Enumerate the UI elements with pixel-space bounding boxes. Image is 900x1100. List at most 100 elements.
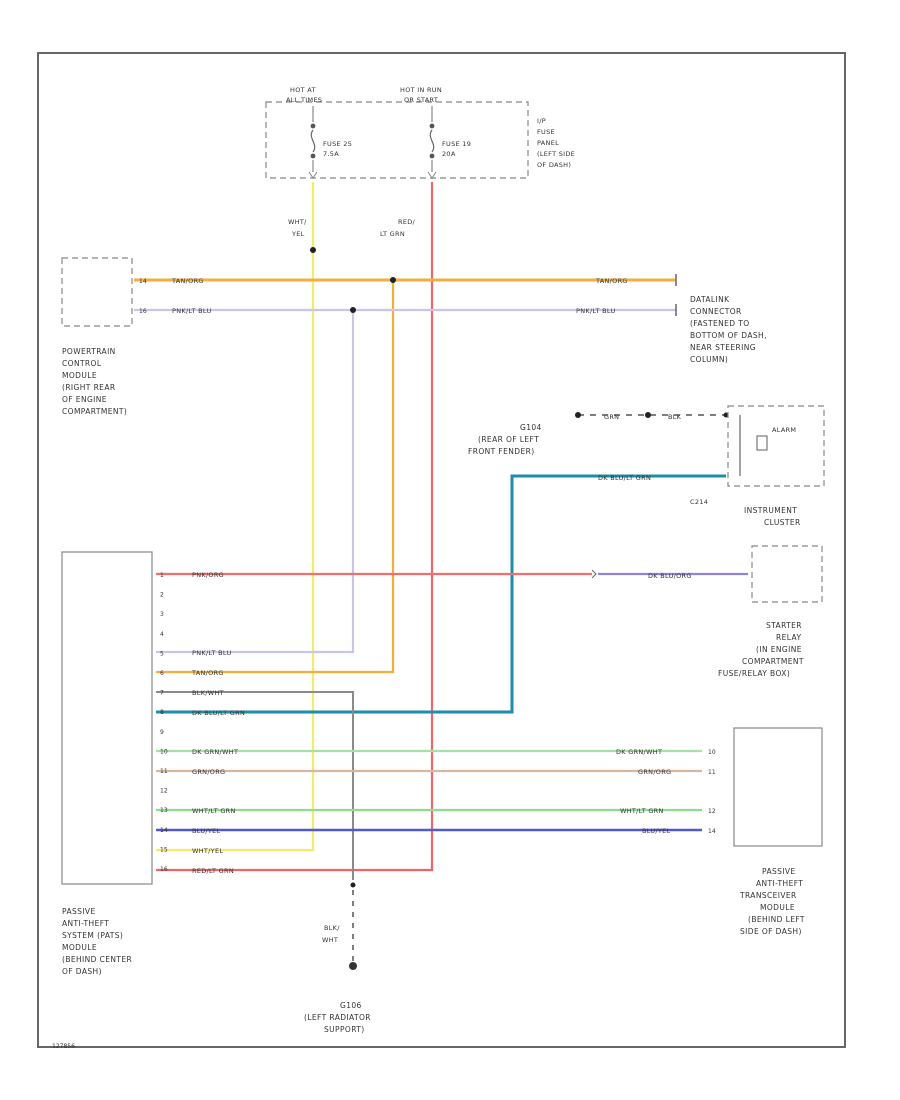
pats-wire-red-ltgrn: RED/LT GRN xyxy=(192,867,234,875)
starter-label-5: FUSE/RELAY BOX) xyxy=(718,669,790,678)
fuse-19-terminal-top xyxy=(429,123,435,129)
figure-id: 127856 xyxy=(52,1043,75,1050)
g104-label-3: FRONT FENDER) xyxy=(468,447,535,456)
pats-pin-15: 15 xyxy=(160,846,168,853)
tag-wht-yel-1: WHT/ xyxy=(288,218,307,226)
pats-pin-2: 2 xyxy=(160,592,164,599)
fuse-panel-label-3: PANEL xyxy=(537,139,559,147)
fuse-25-element xyxy=(310,129,316,153)
alarm-label: ALARM xyxy=(772,426,796,434)
fuse-panel: HOT AT ALL TIMES HOT IN RUN OR START FUS… xyxy=(265,86,575,179)
pcm-box xyxy=(61,257,133,327)
pats-pin-14: 14 xyxy=(160,827,168,834)
g104-wire-grn: GRN xyxy=(604,413,619,421)
fuse-19-rating: 20A xyxy=(442,150,456,158)
pats-pin-6: 6 xyxy=(160,670,164,677)
pats-pin-16: 16 xyxy=(160,866,168,873)
diagram-frame xyxy=(37,52,846,1048)
splice-wht-yel xyxy=(310,247,316,253)
pcm-pin-16: 16 xyxy=(139,308,147,315)
pats-wire-wht-ltgrn: WHT/LT GRN xyxy=(192,807,236,815)
fuse-25-connector xyxy=(308,171,318,179)
pats-wire-dkgrn-wht: DK GRN/WHT xyxy=(192,748,238,756)
pcm-label-1: POWERTRAIN xyxy=(62,347,116,356)
g104-label-2: (REAR OF LEFT xyxy=(478,435,539,444)
tag-red-ltgrn-2: LT GRN xyxy=(380,230,405,238)
wire-tan-org-drop xyxy=(156,280,395,674)
fuse-19-label: FUSE 19 xyxy=(442,140,471,148)
trx-pin-11: 11 xyxy=(708,769,716,776)
fuse-panel-box xyxy=(265,101,529,179)
datalink-connector: TAN/ORG PNK/LT BLU DATALINK CONNECTOR (F… xyxy=(576,274,767,364)
pats-pin-11: 11 xyxy=(160,768,168,775)
splice-g104-a xyxy=(575,412,581,418)
pats-label-5: (BEHIND CENTER xyxy=(62,955,132,964)
fuse-19-element xyxy=(429,129,435,153)
tag-red-ltgrn-1: RED/ xyxy=(398,218,416,226)
splice-tan-org xyxy=(390,277,396,283)
pats-label-6: OF DASH) xyxy=(62,967,102,976)
splice-blk-wht xyxy=(350,882,356,888)
ground-g104: GRN BLK G104 (REAR OF LEFT FRONT FENDER) xyxy=(468,413,681,456)
wire-red-ltgrn-feed xyxy=(156,182,434,872)
dlc-label-6: COLUMN) xyxy=(690,355,728,364)
fuse-panel-label-1: I/P xyxy=(537,117,546,125)
pats-pin-10: 10 xyxy=(160,748,168,755)
starter-label-3: (IN ENGINE xyxy=(756,645,802,654)
starter-label-4: COMPARTMENT xyxy=(742,657,804,666)
trx-label-2: ANTI-THEFT xyxy=(756,879,803,888)
fuse-19-terminal-bottom xyxy=(429,153,435,159)
wire-pnk-ltblu-drop xyxy=(156,310,355,654)
pats-pin-3: 3 xyxy=(160,611,164,618)
splice-cluster xyxy=(723,412,729,418)
pats-wire-wht-yel: WHT/YEL xyxy=(192,847,223,855)
g106-ground-point xyxy=(349,962,357,970)
pats-pin-9: 9 xyxy=(160,729,164,736)
pats-wire-blk-wht: BLK/WHT xyxy=(192,689,224,697)
pats-pin-4: 4 xyxy=(160,631,164,638)
dlc-label-3: (FASTENED TO xyxy=(690,319,750,328)
hot-at-all-times-line1: HOT AT xyxy=(290,86,316,94)
dlc-label-1: DATALINK xyxy=(690,295,730,304)
pats-pin-7: 7 xyxy=(160,690,164,697)
dlc-label-5: NEAR STEERING xyxy=(690,343,756,352)
pats-label-1: PASSIVE xyxy=(62,907,96,916)
pcm-label-6: COMPARTMENT) xyxy=(62,407,127,416)
wire-dkblu-ltgrn xyxy=(156,474,726,714)
pats-module-box xyxy=(61,551,153,885)
fuse-panel-label-5: OF DASH) xyxy=(537,161,571,169)
fuse-25-terminal-bottom xyxy=(310,153,316,159)
ground-g106: BLK/ WHT G106 (LEFT RADIATOR SUPPORT) xyxy=(304,924,370,1034)
pats-label-3: SYSTEM (PATS) xyxy=(62,931,123,940)
transceiver-module: DK GRN/WHT GRN/ORG WHT/LT GRN BLU/YEL 10… xyxy=(616,727,823,936)
pats-label-4: MODULE xyxy=(62,943,97,952)
cluster-connector-c214: C214 xyxy=(690,498,708,506)
pcm-label-3: MODULE xyxy=(62,371,97,380)
wire-wht-yel-feed xyxy=(156,182,315,852)
dlc-wire-tan-org: TAN/ORG xyxy=(595,277,628,285)
fuse-19-connector xyxy=(427,171,437,179)
pcm-label-4: (RIGHT REAR xyxy=(62,383,115,392)
splice-pnk-ltblu xyxy=(350,307,356,313)
dlc-wire-pnk-ltblu: PNK/LT BLU xyxy=(576,307,616,315)
trx-label-6: SIDE OF DASH) xyxy=(740,927,802,936)
pats-wire-dkblu-ltgrn: DK BLU/LT GRN xyxy=(192,709,245,717)
trx-wire-dkgrn-wht: DK GRN/WHT xyxy=(616,748,662,756)
fuse-panel-label-2: FUSE xyxy=(537,128,555,136)
pats-wire-grn-org: GRN/ORG xyxy=(192,768,225,776)
g106-label-3: SUPPORT) xyxy=(324,1025,365,1034)
hot-at-all-times-line2: ALL TIMES xyxy=(286,96,322,104)
pcm-pin-14: 14 xyxy=(139,278,147,285)
starter-label-1: STARTER xyxy=(766,621,802,630)
starter-relay-connector xyxy=(591,569,597,579)
instrument-cluster: ALARM DK BLU/LT GRN C214 INSTRUMENT CLUS… xyxy=(598,405,825,527)
pats-pin-1: 1 xyxy=(160,572,164,579)
dlc-label-4: BOTTOM OF DASH, xyxy=(690,331,767,340)
transceiver-box xyxy=(733,727,823,847)
fuse-25-terminal-top xyxy=(310,123,316,129)
dlc-label-2: CONNECTOR xyxy=(690,307,742,316)
pats-wire-pnk-org: PNK/ORG xyxy=(192,571,224,579)
trx-label-5: (BEHIND LEFT xyxy=(748,915,805,924)
